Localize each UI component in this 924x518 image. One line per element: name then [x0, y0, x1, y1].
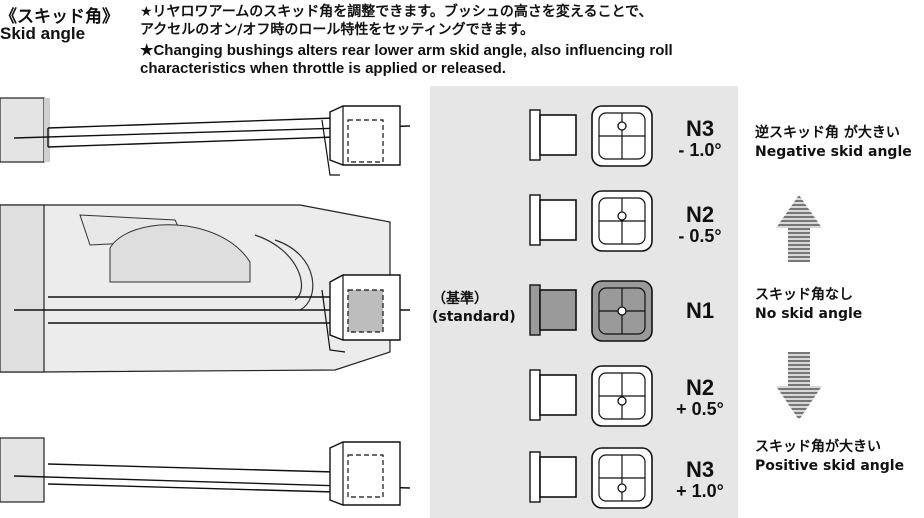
- bushing-panel: [430, 86, 738, 518]
- bushing-n3-positive: [529, 447, 653, 509]
- bushing-label-n3-positive: N3 + 1.0°: [676, 457, 724, 501]
- description-en-line-2: characteristics when throttle is applied…: [140, 60, 506, 77]
- legend-none: スキッド角なし No skid angle: [755, 287, 863, 322]
- description-en-line-1: ★Changing bushings alters rear lower arm…: [140, 42, 673, 59]
- title-japanese: 《スキッド角》: [0, 7, 119, 27]
- arrow-down-icon: [776, 352, 822, 420]
- legend-negative: 逆スキッド角 が大きい Negative skid angle: [755, 125, 912, 160]
- arm-diagram-standard: [0, 204, 410, 373]
- arm-diagram-negative: [0, 97, 411, 176]
- arrow-up-icon: [776, 195, 822, 262]
- bushing-n2-positive: [529, 365, 653, 427]
- arm-diagram-positive: [0, 437, 411, 506]
- bushing-label-n1: N1: [685, 298, 715, 323]
- title-english: Skid angle: [0, 24, 86, 43]
- bushing-label-n2-negative: N2 - 0.5°: [678, 202, 722, 246]
- legend-positive: スキッド角が大きい Positive skid angle: [755, 439, 905, 474]
- description-jp-line-1: ★リヤロワアームのスキッド角を調整できます。ブッシュの高さを変えることで、: [140, 4, 653, 20]
- bushing-n2-negative: [529, 190, 653, 252]
- standard-label: （基準） (standard): [432, 291, 516, 325]
- bushing-label-n2-positive: N2 + 0.5°: [676, 375, 724, 419]
- bushing-n3-negative: [529, 105, 653, 167]
- bushing-label-n3-negative: N3 - 1.0°: [678, 116, 722, 160]
- bushing-n1-standard: [529, 280, 653, 342]
- description-jp-line-2: アクセルのオン/オフ時のロール特性をセッティングできます。: [140, 22, 535, 38]
